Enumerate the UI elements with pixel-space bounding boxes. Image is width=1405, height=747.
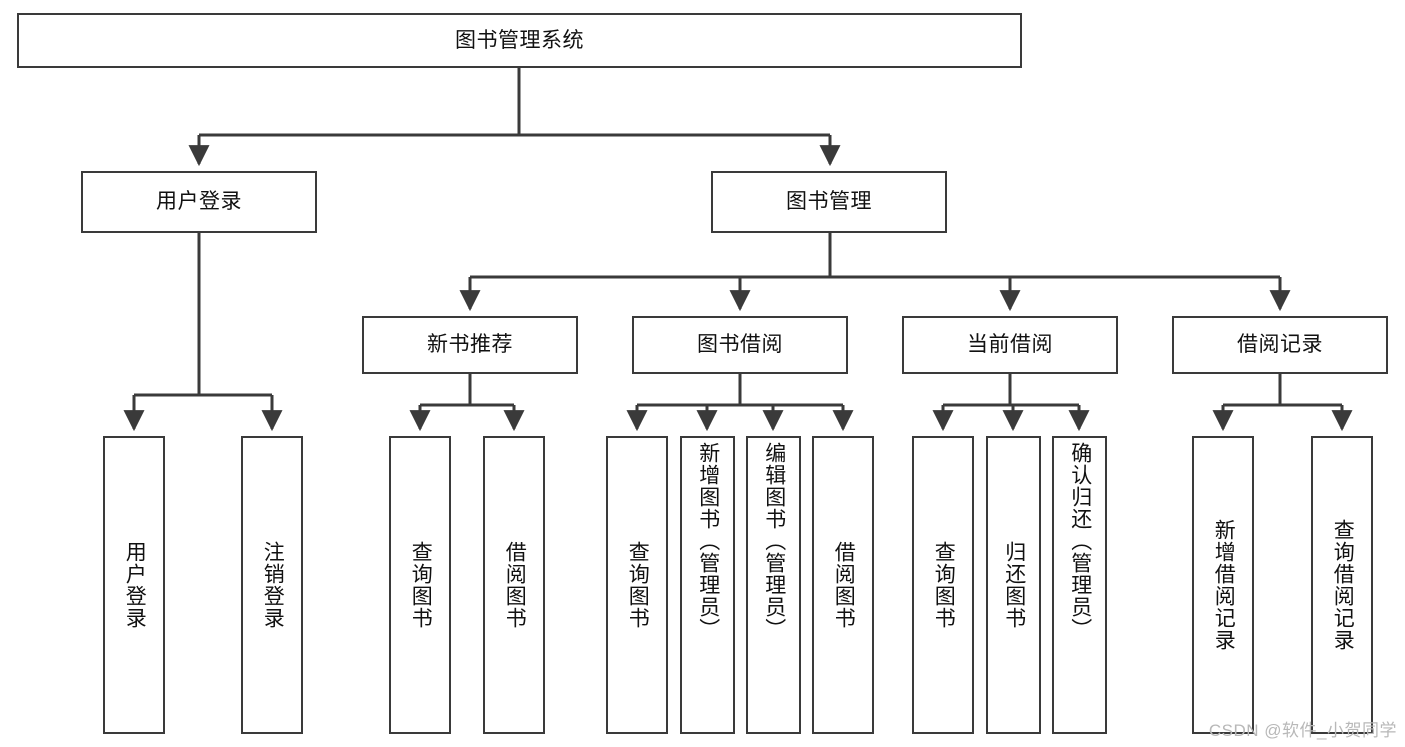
node-leaf-query-book-rec-label: 查询图书: [409, 541, 433, 629]
node-leaf-add-record-label: 新增借阅记录: [1212, 519, 1236, 651]
node-current-borrow-label: 当前借阅: [967, 333, 1053, 357]
node-root[interactable]: 图书管理系统: [17, 13, 1022, 68]
node-borrow-record[interactable]: 借阅记录: [1172, 316, 1388, 374]
node-leaf-add-record[interactable]: 新增借阅记录: [1192, 436, 1254, 734]
node-new-book-recommend-label: 新书推荐: [427, 333, 513, 357]
edges-borrow-to-leaves: [626, 374, 854, 432]
node-new-book-recommend[interactable]: 新书推荐: [362, 316, 578, 374]
edges-record-to-leaves: [1212, 374, 1353, 432]
node-leaf-query-record-label: 查询借阅记录: [1331, 519, 1355, 651]
node-leaf-borrow-book-rec[interactable]: 借阅图书: [483, 436, 545, 734]
node-leaf-user-login[interactable]: 用户登录: [103, 436, 165, 734]
node-leaf-confirm-return-label: 确认归还（管理员）: [1068, 442, 1092, 640]
node-book-borrow[interactable]: 图书借阅: [632, 316, 848, 374]
edges-current-to-leaves: [932, 374, 1090, 432]
edges-user-login-to-leaves: [123, 233, 283, 432]
node-current-borrow[interactable]: 当前借阅: [902, 316, 1118, 374]
node-leaf-user-login-label: 用户登录: [123, 541, 147, 629]
node-leaf-edit-book[interactable]: 编辑图书（管理员）: [746, 436, 801, 734]
node-leaf-borrow-book-rec-label: 借阅图书: [503, 541, 527, 629]
node-leaf-return-book[interactable]: 归还图书: [986, 436, 1041, 734]
node-leaf-logout[interactable]: 注销登录: [241, 436, 303, 734]
node-leaf-edit-book-label: 编辑图书（管理员）: [762, 442, 786, 640]
node-leaf-add-book[interactable]: 新增图书（管理员）: [680, 436, 735, 734]
node-book-manage[interactable]: 图书管理: [711, 171, 947, 233]
node-borrow-record-label: 借阅记录: [1237, 333, 1323, 357]
node-leaf-logout-label: 注销登录: [261, 541, 285, 629]
edges-recommend-to-leaves: [409, 374, 525, 432]
node-leaf-add-book-label: 新增图书（管理员）: [696, 442, 720, 640]
edges-root-to-level2: [188, 68, 841, 167]
node-leaf-query-book-cur-label: 查询图书: [932, 541, 956, 629]
node-root-label: 图书管理系统: [455, 28, 584, 52]
node-user-login-label: 用户登录: [156, 190, 242, 214]
node-leaf-query-book-rec[interactable]: 查询图书: [389, 436, 451, 734]
node-book-manage-label: 图书管理: [786, 190, 872, 214]
node-leaf-query-book-borrow[interactable]: 查询图书: [606, 436, 668, 734]
node-leaf-borrow-book-label: 借阅图书: [832, 541, 856, 629]
node-book-borrow-label: 图书借阅: [697, 333, 783, 357]
node-user-login[interactable]: 用户登录: [81, 171, 317, 233]
node-leaf-query-record[interactable]: 查询借阅记录: [1311, 436, 1373, 734]
node-leaf-return-book-label: 归还图书: [1002, 541, 1026, 629]
watermark-text: CSDN @软件_小贺同学: [1208, 721, 1397, 740]
edges-book-manage-to-level3: [459, 233, 1291, 312]
node-leaf-query-book-cur[interactable]: 查询图书: [912, 436, 974, 734]
node-leaf-borrow-book[interactable]: 借阅图书: [812, 436, 874, 734]
node-leaf-query-book-borrow-label: 查询图书: [626, 541, 650, 629]
node-leaf-confirm-return[interactable]: 确认归还（管理员）: [1052, 436, 1107, 734]
